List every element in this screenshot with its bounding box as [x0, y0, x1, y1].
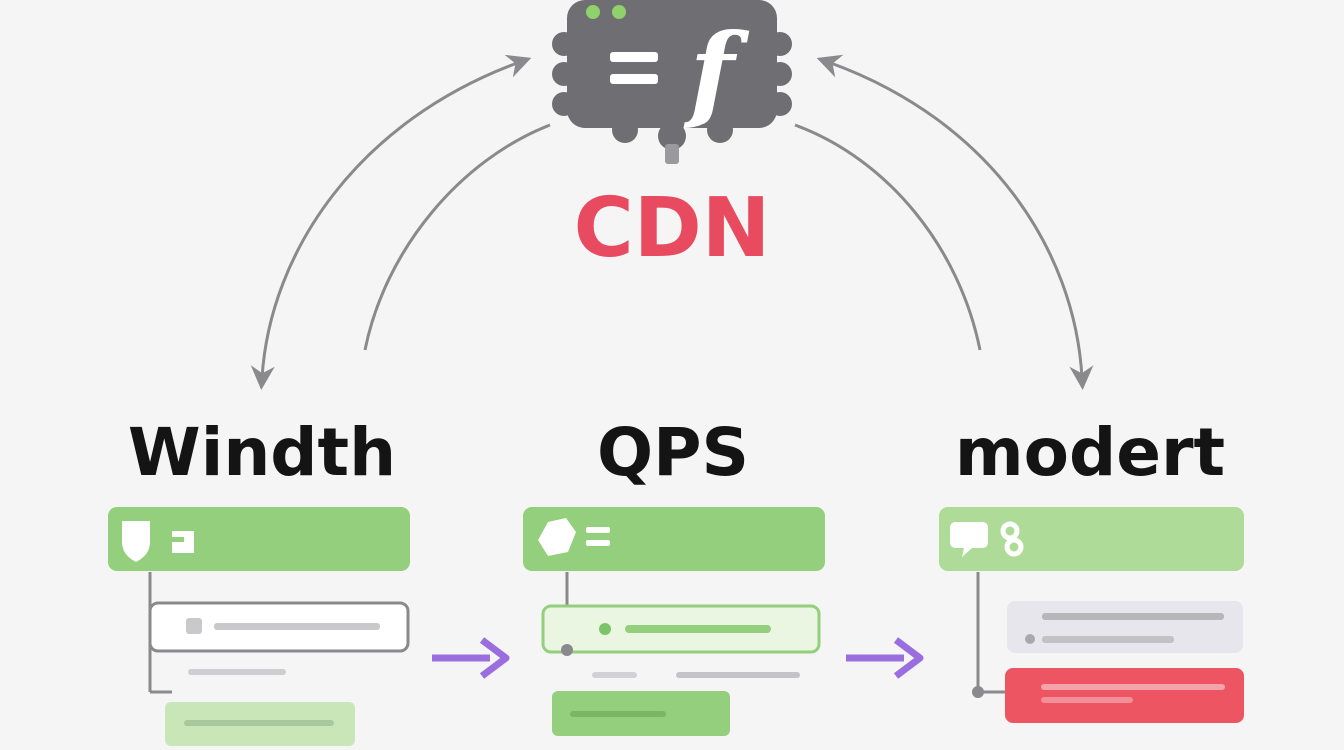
diagram-shape: [893, 637, 924, 679]
diagram-shape: [768, 62, 792, 86]
connector-arrows: [250, 54, 1094, 390]
diagram-shape: [188, 669, 286, 675]
diagram-shape: [1000, 521, 1020, 541]
diagram-shape: [1041, 684, 1225, 690]
diagram-shape: [586, 540, 610, 546]
diagram-shape: [612, 117, 638, 143]
column-title-windth: Windth: [128, 414, 396, 491]
panel-header: [523, 507, 825, 571]
diagram-shape: [1042, 636, 1174, 643]
diagram-shape: [665, 144, 679, 164]
diagram-shape: [570, 711, 666, 717]
diagram-shape: [1042, 613, 1224, 620]
alert-item: [1005, 668, 1244, 723]
diagram-shape: [1025, 634, 1035, 644]
cdn-hub: f CDN: [552, 0, 792, 276]
arrow-hub-to-modert: [816, 54, 1094, 390]
diagram-shape: [214, 623, 380, 630]
shield-icon: [122, 521, 150, 562]
diagram-shape: [599, 623, 611, 635]
diagram-shape: [610, 52, 658, 62]
chat-icon: [950, 522, 988, 557]
status-dot: [586, 5, 600, 19]
diagram-shape: [707, 117, 733, 143]
panel-windth: [108, 507, 410, 746]
equals-icon: [586, 527, 610, 533]
diagram-shape: [567, 0, 777, 128]
column-title-qps: QPS: [597, 414, 749, 491]
status-dot: [612, 5, 626, 19]
arrow-windth-to-hub: [363, 123, 551, 351]
diagram-shape: [186, 618, 202, 634]
function-chip-icon: f: [552, 0, 792, 164]
diagram-shape: [479, 637, 510, 679]
flow-arrow-2: [846, 637, 924, 679]
diagram-shape: [592, 672, 637, 678]
diagram-shape: [172, 537, 184, 542]
diagram-shape: [768, 92, 792, 116]
list-item: [1007, 601, 1243, 653]
diagram-shape: [552, 92, 576, 116]
diagram-shape: [184, 720, 334, 726]
diagram-shape: [1041, 697, 1133, 703]
diagram-shape: [552, 32, 576, 56]
panel-header: [108, 507, 410, 571]
diagram-shape: [676, 672, 800, 678]
hexagon-icon: [538, 518, 576, 556]
diagram-shape: [658, 122, 686, 150]
hub-label: CDN: [574, 181, 771, 276]
arrow-hub-to-windth: [250, 54, 532, 390]
diagram-shape: [768, 32, 792, 56]
diagram-shape: [561, 644, 573, 656]
arrow-modert-to-hub: [794, 123, 982, 351]
panel-modert: [939, 507, 1244, 723]
diagram-shape: [625, 625, 771, 633]
diagram-shape: [1004, 537, 1024, 557]
diagram-shape: [610, 74, 658, 84]
diagram-shape: [552, 62, 576, 86]
link-icon: [1000, 521, 1024, 557]
panel-qps: [523, 507, 825, 736]
flow-arrow-1: [432, 637, 510, 679]
column-title-modert: modert: [955, 414, 1225, 491]
